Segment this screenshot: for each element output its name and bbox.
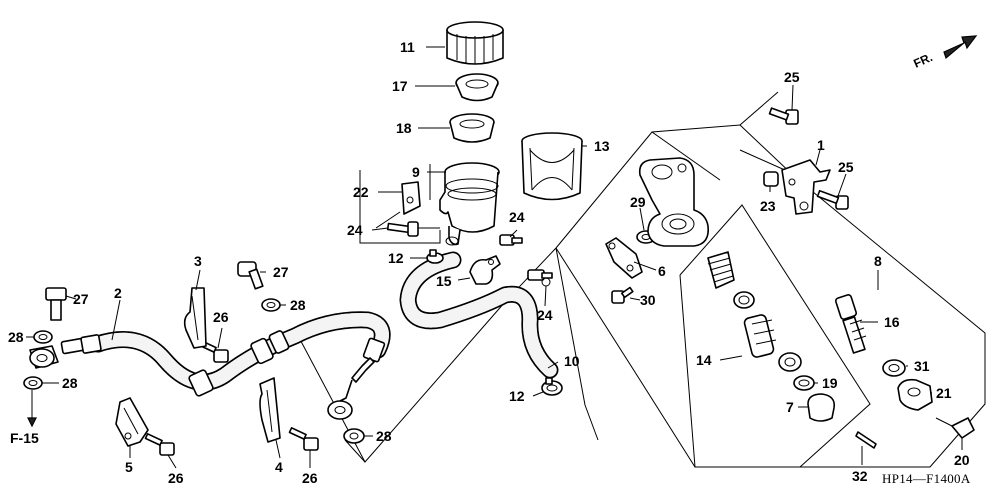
callout-19: 19 (822, 375, 838, 391)
callout-26-a: 26 (213, 309, 229, 325)
piston-set (707, 251, 836, 422)
washer-28-a (261, 298, 281, 312)
callout-31: 31 (914, 358, 930, 374)
callout-13: 13 (594, 138, 610, 154)
front-direction-arrow: FR. (911, 35, 978, 71)
hose-clamp-3 (183, 287, 207, 349)
callout-17: 17 (392, 78, 408, 94)
push-rod (834, 294, 867, 354)
brake-hose (60, 311, 391, 420)
callout-27-upper: 27 (273, 264, 289, 280)
callout-32: 32 (852, 468, 868, 484)
callout-24-right: 24 (537, 307, 553, 323)
reservoir-stay (401, 181, 421, 215)
bolt-25-top (768, 107, 799, 125)
callout-26-b: 26 (168, 470, 184, 486)
reservoir (439, 162, 500, 246)
callout-28-middle: 28 (290, 297, 306, 313)
callout-5: 5 (125, 459, 133, 475)
callout-25-top: 25 (784, 69, 800, 85)
callout-21: 21 (936, 385, 952, 401)
callout-1: 1 (817, 137, 825, 153)
bolt-24-mid (499, 234, 523, 246)
washer-28-d (343, 428, 365, 444)
bolt-25-right (816, 189, 849, 210)
bolt-24-left (386, 221, 419, 237)
callout-25-right: 25 (838, 159, 854, 175)
callout-26-c: 26 (302, 470, 318, 486)
clip-12-lower (541, 377, 563, 396)
master-cylinder-bracket (781, 159, 831, 215)
reservoir-plate (455, 73, 499, 102)
assembly-frame-lines (294, 91, 986, 468)
drawing-code: HP14—F1400A (882, 471, 971, 486)
washer-28-b (33, 330, 53, 344)
callout-28-left-lower: 28 (62, 375, 78, 391)
washer-28-c (23, 376, 43, 390)
callout-12-lower: 12 (509, 388, 525, 404)
reference-label: F-15 (10, 430, 39, 446)
reservoir-cap (446, 21, 504, 65)
callout-20: 20 (954, 452, 970, 468)
reservoir-protector (521, 132, 583, 201)
collar-23 (763, 171, 779, 187)
callout-23: 23 (760, 198, 776, 214)
nut-31 (882, 359, 906, 377)
reference-arrow-icon (27, 417, 37, 428)
callout-3: 3 (194, 253, 202, 269)
master-cylinder-body (638, 157, 710, 247)
callout-12-upper: 12 (388, 250, 404, 266)
callout-30: 30 (640, 292, 656, 308)
bolt-27-upper (237, 261, 264, 290)
callout-27-left: 27 (73, 291, 89, 307)
bolt-26-c (288, 427, 319, 451)
reservoir-diaphragm (449, 113, 495, 143)
callout-4: 4 (275, 459, 283, 475)
hose-guide (469, 255, 501, 285)
hose-clamp-4 (259, 377, 281, 443)
callout-10: 10 (564, 353, 580, 369)
bolt-30 (611, 286, 634, 304)
callout-7: 7 (786, 399, 794, 415)
bolt-24-right (527, 269, 553, 287)
hose-clamp-5 (115, 397, 149, 447)
joint-6 (605, 237, 643, 279)
callout-2: 2 (114, 285, 122, 301)
cotter-pin (855, 431, 877, 449)
callout-24-left: 24 (347, 222, 363, 238)
callout-14: 14 (696, 352, 712, 368)
bolt-27-left (45, 287, 67, 321)
callout-15: 15 (436, 273, 452, 289)
callout-labels: 11 17 18 13 9 22 24 24 24 12 12 15 10 3 … (8, 39, 970, 486)
callout-8: 8 (874, 253, 882, 269)
callout-24-mid: 24 (509, 209, 525, 225)
callout-22: 22 (353, 184, 369, 200)
banjo-fitting-left (29, 345, 59, 369)
callout-29: 29 (630, 194, 646, 210)
bolt-26-b (144, 433, 175, 456)
hose-clips (426, 249, 563, 396)
direction-label: FR. (911, 50, 934, 71)
callout-28-lower: 28 (376, 428, 392, 444)
callout-18: 18 (396, 120, 412, 136)
leader-lines (26, 46, 963, 469)
arrow-right-icon (943, 35, 978, 60)
callout-16: 16 (884, 314, 900, 330)
bolts (45, 107, 849, 456)
callout-28-left-upper: 28 (8, 329, 24, 345)
joint-pin (935, 417, 975, 439)
clip-12-upper (426, 249, 444, 264)
callout-6: 6 (658, 263, 666, 279)
reservoir-hose (399, 251, 559, 379)
callout-11: 11 (400, 39, 415, 55)
callout-9: 9 (412, 164, 420, 180)
push-rod-joint (897, 378, 933, 411)
